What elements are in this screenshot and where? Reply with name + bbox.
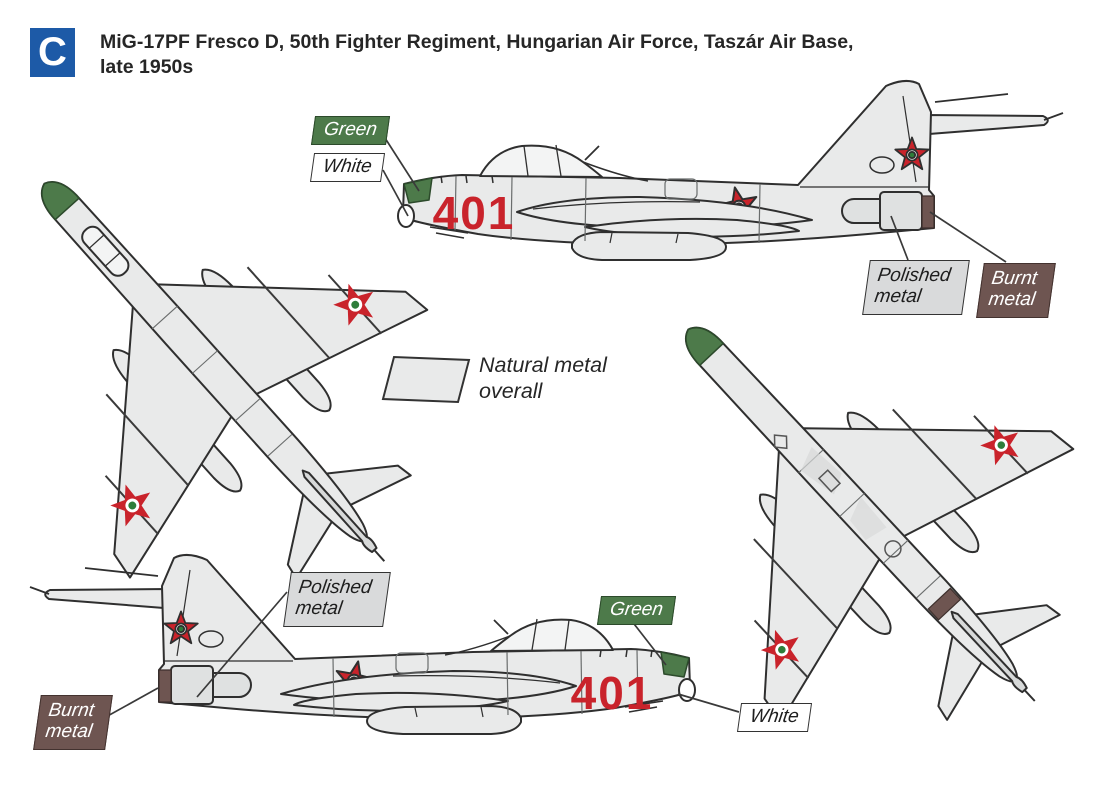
- callout-green-label: Green: [608, 599, 665, 620]
- callout-white-label: White: [321, 156, 374, 177]
- green-nose-panel: [41, 181, 81, 221]
- underside-details: [773, 434, 902, 558]
- leader-green-bottom: [630, 619, 667, 666]
- callout-polished-metal-top: Polished metal: [862, 260, 970, 315]
- callout-green-bottom: Green: [596, 596, 676, 626]
- tactical-number-top: 401: [433, 187, 516, 239]
- aircraft-top-view: [0, 48, 534, 696]
- panel-shading: [800, 446, 887, 541]
- leader-white-bottom: [677, 693, 740, 713]
- title-line-2: late 1950s: [100, 56, 194, 78]
- canopy: [81, 225, 130, 277]
- leader-polished-bottom: [196, 591, 288, 698]
- leader-green-top: [384, 137, 420, 192]
- callout-green-label: Green: [322, 119, 379, 140]
- callout-burnt-metal-bottom: Burnt metal: [33, 695, 113, 750]
- tactical-number-bottom: 401: [571, 667, 654, 719]
- natural-metal-swatch: [381, 355, 471, 404]
- title-line-1: MiG-17PF Fresco D, 50th Fighter Regiment…: [100, 31, 854, 53]
- leader-burnt-top: [929, 211, 1007, 263]
- callout-polished-metal-bottom: Polished metal: [283, 572, 391, 627]
- variant-letter-badge: C: [30, 28, 75, 77]
- callout-burnt-metal-top: Burnt metal: [976, 263, 1056, 318]
- callout-white-label: White: [748, 706, 801, 727]
- leader-lines: [103, 137, 1007, 719]
- legend-line-1: Natural metal: [479, 353, 607, 377]
- aircraft-bottom-view: [541, 192, 1100, 790]
- callout-white-bottom: White: [736, 703, 812, 733]
- callout-polished-label: Polished metal: [873, 265, 953, 308]
- legend-line-2: overall: [479, 379, 543, 403]
- leader-white-top: [382, 169, 409, 217]
- green-nose-panel: [685, 326, 725, 367]
- variant-letter: C: [38, 30, 67, 74]
- leader-polished-top: [890, 215, 909, 261]
- callout-burnt-label: Burnt metal: [987, 268, 1039, 311]
- callout-burnt-label: Burnt metal: [44, 700, 96, 743]
- burnt-metal-band: [927, 587, 962, 621]
- leader-burnt-bottom: [103, 687, 159, 719]
- page-title: MiG-17PF Fresco D, 50th Fighter Regiment…: [100, 30, 1000, 80]
- callout-white-top: White: [309, 153, 385, 183]
- legend-natural-metal: Natural metal overall: [479, 352, 607, 404]
- callout-polished-label: Polished metal: [294, 577, 374, 620]
- callout-green-top: Green: [310, 116, 390, 146]
